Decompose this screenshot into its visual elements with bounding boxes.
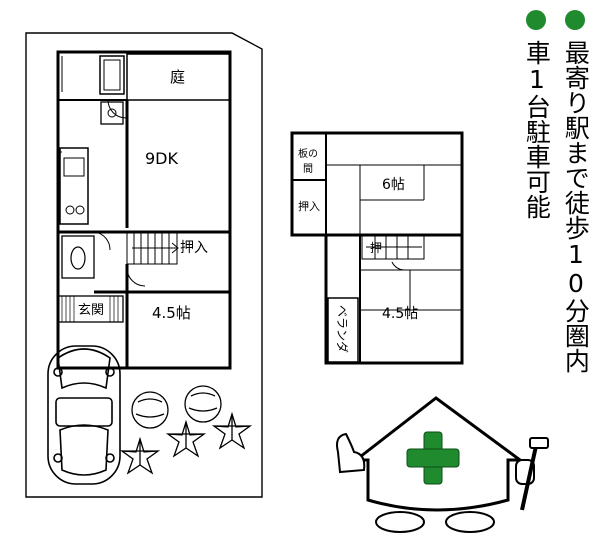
room-6-label: 6帖 — [382, 177, 405, 193]
green-cross-icon — [406, 431, 460, 485]
stairs-floor2 — [361, 234, 425, 260]
room-45-label: 4.5帖 — [382, 306, 418, 322]
room-japanese-label: 4.5帖 — [152, 304, 191, 322]
kitchen-counter — [59, 147, 89, 225]
closet-label-floor2: 押入 — [298, 199, 320, 213]
closet-label-floor1: 押入 — [180, 240, 208, 256]
veranda-label: ベランダ — [335, 305, 350, 353]
house-outer-wall — [56, 50, 232, 370]
shrub-icon — [131, 385, 222, 429]
house-mascot-icon — [336, 396, 549, 533]
garden-area — [126, 53, 231, 101]
bathtub-icon — [99, 55, 125, 95]
entrance-label: 玄関 — [78, 303, 104, 318]
station-distance-note: 最寄り駅まで徒歩10分圏内 — [561, 40, 591, 373]
dk-label: 9DK — [145, 149, 179, 168]
lot-outline — [25, 32, 263, 498]
car-icon — [47, 345, 121, 485]
itanoma-label-bottom: 間 — [303, 163, 313, 175]
itanoma-label-top: 板の — [298, 147, 318, 160]
toilet-icon — [70, 246, 86, 270]
stairs-floor1 — [126, 231, 179, 265]
veranda-area — [327, 297, 359, 363]
closet-small-label: 押 — [370, 241, 382, 255]
entrance-floor — [57, 295, 124, 323]
parking-note: 車1台駐車可能 — [522, 40, 552, 219]
floor1-plan — [25, 32, 263, 498]
washbasin-icon — [100, 101, 124, 125]
bullet-dot-icon — [526, 10, 546, 30]
floor2-plan — [290, 131, 464, 365]
tree-icon — [119, 411, 253, 475]
garden-label: 庭 — [170, 68, 185, 86]
bullet-dot-icon — [565, 10, 585, 30]
